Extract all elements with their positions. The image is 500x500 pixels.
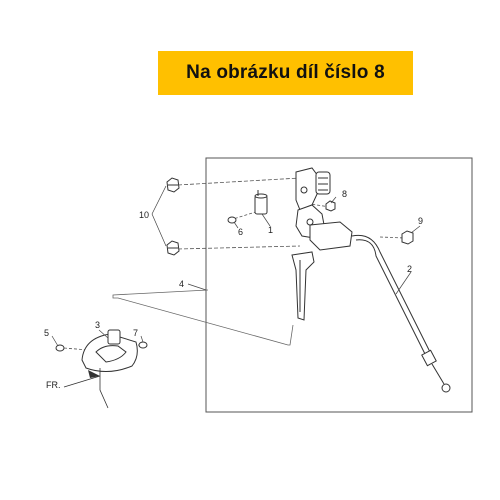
bolt-leader-9	[379, 236, 406, 239]
highlight-banner: Na obrázku díl číslo 8	[158, 51, 413, 95]
pad-part-3	[81, 329, 138, 372]
bolt-part-5	[55, 344, 65, 352]
bolt-leader-upper	[177, 177, 301, 186]
front-direction-marker: FR.	[46, 368, 109, 409]
nut-part-8	[325, 200, 336, 212]
cable-part-2	[351, 234, 451, 393]
bolt-part-9	[401, 230, 414, 245]
stand-assembly	[291, 167, 353, 321]
routing-line	[112, 289, 294, 346]
bolt-leader-lower	[177, 245, 301, 250]
bolt-10-upper	[166, 177, 180, 193]
part-label-9: 9	[418, 216, 423, 226]
part-label-6: 6	[238, 227, 243, 237]
part-label-5: 5	[44, 328, 49, 338]
part-label-10: 10	[139, 210, 149, 220]
part-label-7: 7	[133, 328, 138, 338]
bolt-10-lower	[166, 240, 180, 256]
nut-part-7	[138, 341, 148, 349]
callout-lines	[51, 185, 421, 347]
part-label-8: 8	[342, 189, 347, 199]
pin-part-6	[227, 216, 237, 224]
nut-leader-8	[309, 203, 331, 208]
part-label-1: 1	[268, 225, 273, 235]
part-label-3: 3	[95, 320, 100, 330]
part-label-2: 2	[407, 264, 412, 274]
banner-text: Na obrázku díl číslo 8	[186, 62, 385, 83]
spacer-part-1	[254, 190, 268, 215]
assembly-frame	[205, 157, 473, 413]
part-label-4: 4	[179, 279, 184, 289]
front-marker-label: FR.	[46, 380, 61, 390]
